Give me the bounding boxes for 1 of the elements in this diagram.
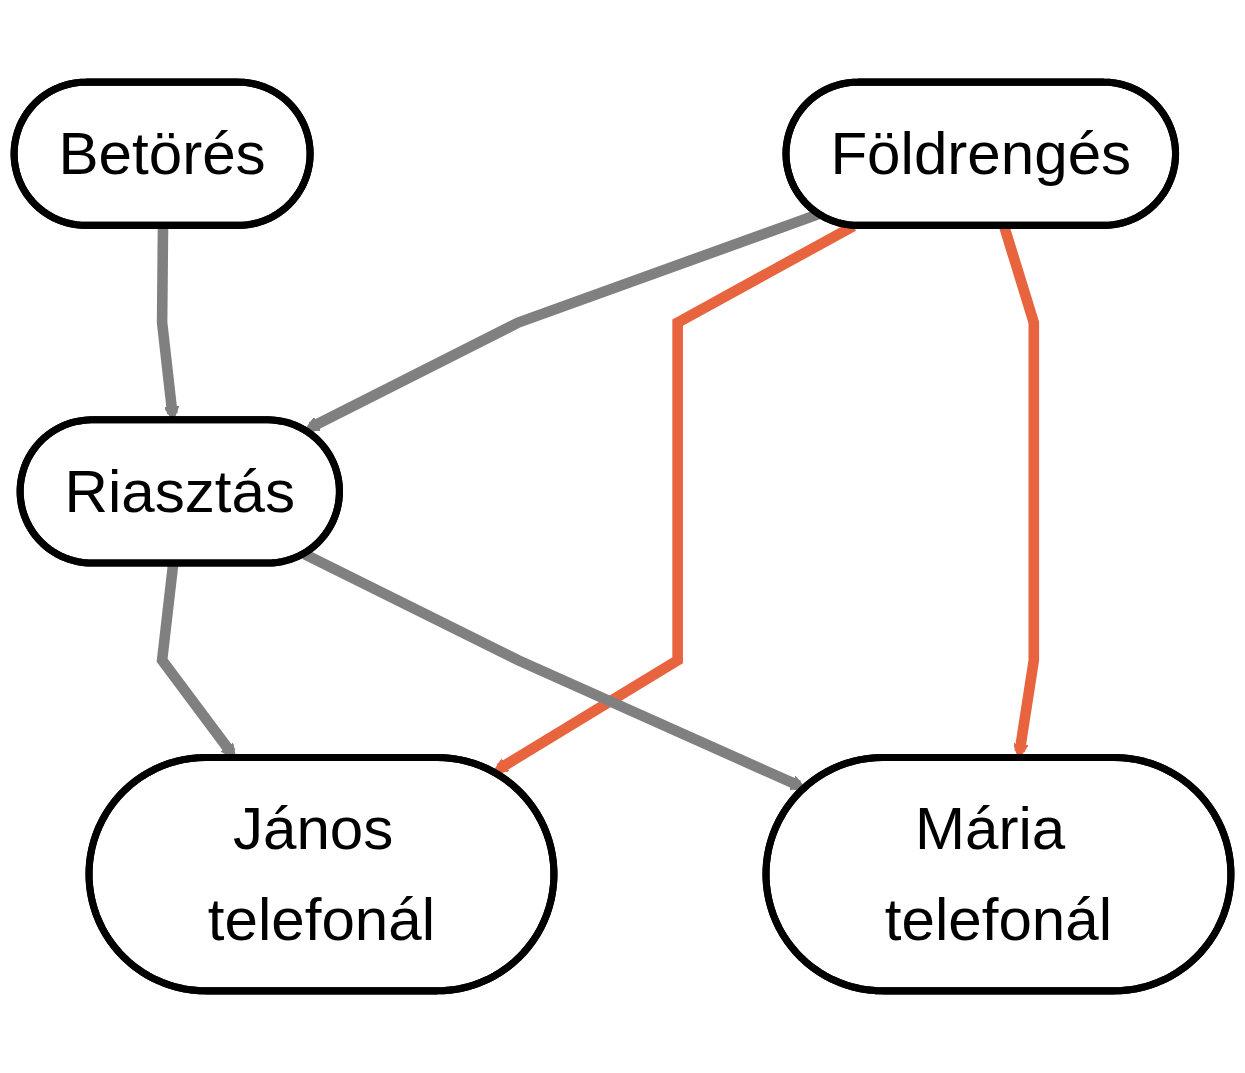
arrow [304,209,821,432]
